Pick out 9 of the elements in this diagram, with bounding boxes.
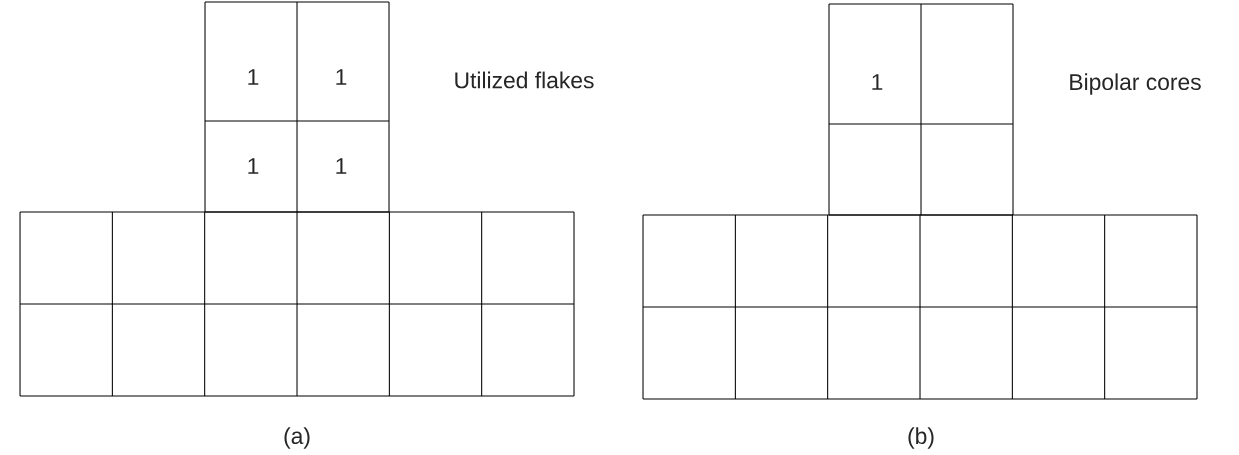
cell-value: 1 xyxy=(248,158,259,174)
panel-label: (a) xyxy=(284,427,310,449)
cell-value: 1 xyxy=(248,69,259,85)
grid-title: Utilized flakes xyxy=(455,71,594,89)
panel-label: (b) xyxy=(908,427,934,449)
cell-value: 1 xyxy=(872,74,883,90)
cell-value: 1 xyxy=(336,69,347,85)
cell-value: 1 xyxy=(336,158,347,174)
grid-title: Bipolar cores xyxy=(1070,73,1201,95)
